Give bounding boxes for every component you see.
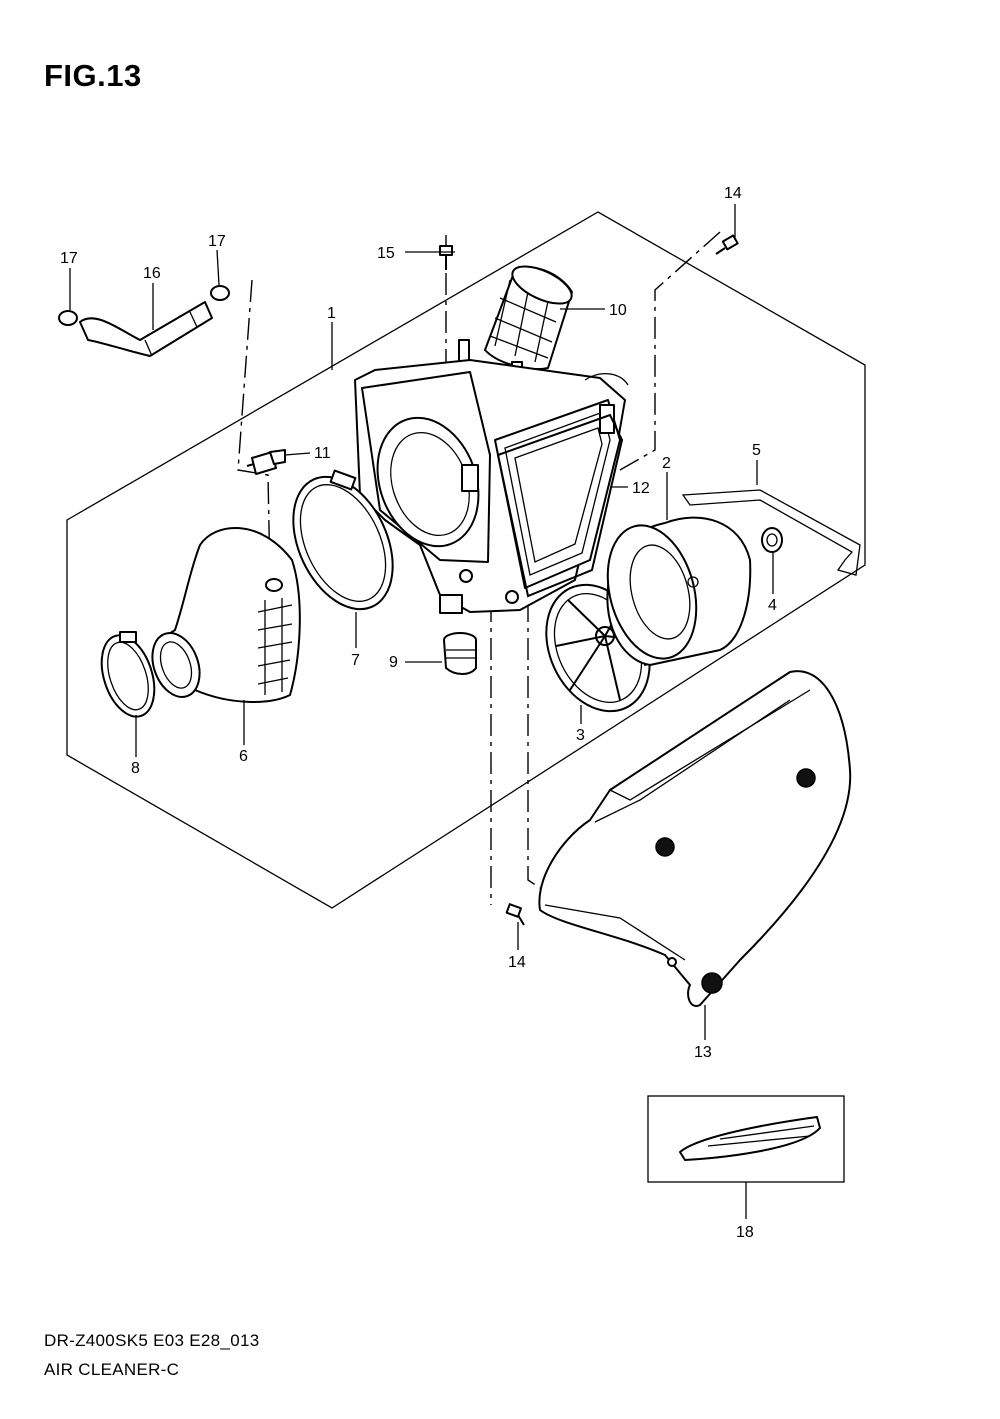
- callout-13: 13: [694, 1044, 712, 1061]
- callout-8: 8: [131, 760, 140, 777]
- guide-line-11: [237, 279, 271, 581]
- washer-part: [761, 527, 783, 553]
- callout-16: 16: [143, 265, 161, 282]
- screw-part-bottom: [505, 903, 525, 926]
- callout-12: 12: [632, 480, 650, 497]
- callout-3: 3: [576, 727, 585, 744]
- callout-14-top: 14: [724, 185, 742, 202]
- callout-11: 11: [314, 445, 331, 462]
- screw-part: [439, 245, 453, 270]
- decal-box: [647, 1095, 845, 1183]
- callout-17-left: 17: [60, 250, 78, 267]
- ring-part: [292, 469, 394, 611]
- footer-model-code: DR-Z400SK5 E03 E28_013: [44, 1331, 260, 1350]
- callout-15: 15: [377, 245, 395, 262]
- breather-hose-part: [79, 301, 213, 357]
- guide-line-13: [527, 600, 541, 889]
- guide-line-14-top: [619, 231, 721, 471]
- callout-1: 1: [327, 305, 336, 322]
- side-cover-part: [538, 670, 852, 1007]
- callout-4: 4: [768, 597, 777, 614]
- holder-wire-part: [681, 489, 861, 576]
- callout-5: 5: [752, 442, 761, 459]
- grommet-part: [443, 632, 477, 675]
- air-cleaner-housing-part: [354, 359, 629, 614]
- footer-section-name: AIR CLEANER-C: [44, 1360, 180, 1379]
- callout-10: 10: [609, 302, 627, 319]
- figure-title: FIG.13: [44, 58, 142, 93]
- filter-element-part: [606, 516, 752, 666]
- intake-duct-part: [484, 265, 573, 370]
- callout-6: 6: [239, 748, 248, 765]
- assembly-boundary: [66, 211, 866, 909]
- hose-clamp-part-8: [100, 631, 156, 718]
- callout-2: 2: [662, 455, 671, 472]
- callout-7: 7: [351, 652, 360, 669]
- hose-clamp-part: [58, 285, 230, 326]
- callout-14-bottom: 14: [508, 954, 526, 971]
- outlet-tube-part: [151, 527, 301, 703]
- callout-18: 18: [736, 1224, 754, 1241]
- nipple-part: [246, 449, 286, 475]
- seal-part: [496, 413, 624, 598]
- callout-17-right: 17: [208, 233, 226, 250]
- callout-9: 9: [389, 654, 398, 671]
